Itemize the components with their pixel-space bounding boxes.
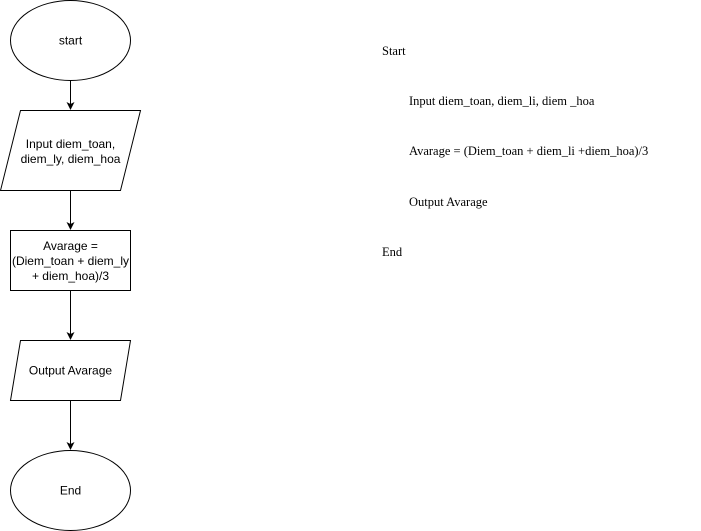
- start-label: start: [59, 34, 83, 48]
- output-label: Output Avarage: [29, 364, 113, 378]
- process-node: Avarage = (Diem_toan + diem_ly + diem_ho…: [10, 230, 131, 291]
- input-label-line-2: diem_ly, diem_hoa: [21, 152, 121, 166]
- process-label-line-1: Avarage =: [43, 239, 98, 253]
- process-label-line-3: + diem_hoa)/3: [32, 269, 109, 283]
- pseudocode-block: Start Input diem_toan, diem_li, diem _ho…: [382, 9, 648, 278]
- start-node: start: [10, 0, 131, 81]
- input-label-line-1: Input diem_toan,: [26, 137, 115, 151]
- pseudocode-line-input: Input diem_toan, diem_li, diem _hoa: [409, 93, 595, 108]
- output-node: Output Avarage: [9, 340, 132, 401]
- end-node: End: [10, 450, 131, 531]
- pseudocode-line-compute: Avarage = (Diem_toan + diem_li +diem_hoa…: [409, 144, 649, 159]
- end-label: End: [60, 484, 81, 498]
- pseudocode-line-start: Start: [382, 43, 406, 58]
- pseudocode-line-end: End: [382, 245, 403, 260]
- process-label-line-2: (Diem_toan + diem_ly: [12, 254, 129, 268]
- input-node: Input diem_toan, diem_ly, diem_hoa: [0, 110, 142, 191]
- pseudocode-line-output: Output Avarage: [409, 194, 488, 209]
